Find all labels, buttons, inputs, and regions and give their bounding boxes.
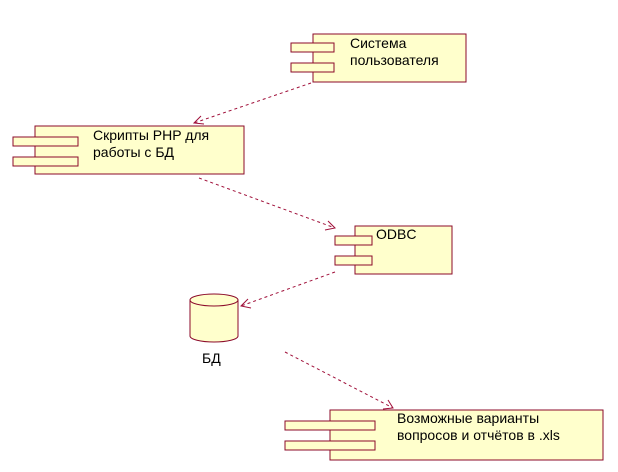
arrowhead-icon (324, 220, 337, 231)
component-label-odbc: ODBC (376, 226, 417, 242)
dependency-db-to-xls (284, 351, 394, 410)
component-php-scripts[interactable] (12, 125, 245, 175)
component-tab-icon (334, 255, 373, 266)
dependency-line (240, 271, 336, 307)
dependency-php-to-odbc (198, 177, 337, 231)
component-body (329, 409, 604, 461)
database-cylinder-body (189, 299, 239, 343)
component-label-user-system: Система пользователя (350, 35, 439, 68)
component-tab-icon (12, 136, 79, 147)
component-tab-icon (12, 156, 79, 167)
arrowhead-icon (382, 399, 394, 410)
component-body (312, 33, 467, 83)
arrowhead-icon (192, 115, 205, 125)
component-tab-icon (334, 235, 373, 246)
dependency-odbc-to-db (239, 271, 336, 309)
component-tab-icon (290, 62, 335, 73)
component-tab-icon (284, 440, 376, 451)
component-body (354, 225, 453, 275)
dependency-line (198, 177, 336, 229)
arrowhead-icon (239, 298, 252, 309)
component-xls-reports[interactable] (284, 409, 604, 461)
dependency-line (284, 351, 394, 409)
component-tab-icon (290, 42, 335, 53)
component-odbc[interactable] (334, 225, 453, 275)
component-tab-icon (284, 420, 376, 431)
dependency-line (193, 82, 312, 124)
database-cylinder-top (189, 293, 239, 307)
component-user-system[interactable] (290, 33, 467, 83)
component-label-php-scripts: Скрипты PHP для работы с БД (93, 127, 210, 160)
component-label-xls-reports: Возможные варианты вопросов и отчётов в … (397, 410, 560, 443)
database-node[interactable] (189, 293, 239, 343)
database-label: БД (202, 350, 221, 366)
dependency-user-to-php (192, 82, 312, 125)
